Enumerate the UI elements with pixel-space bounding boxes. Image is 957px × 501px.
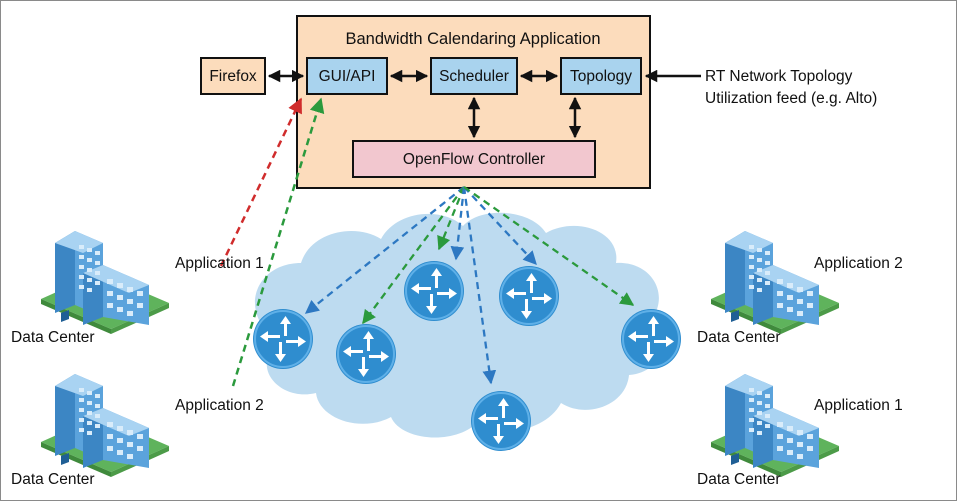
scheduler-box	[430, 57, 518, 95]
building-icon	[41, 374, 169, 477]
topology-box	[560, 57, 642, 95]
router-icon	[403, 260, 465, 322]
topology-label: Topology	[570, 68, 632, 85]
firefox-box	[200, 57, 266, 95]
firefox-label: Firefox	[209, 68, 257, 85]
building-icon	[711, 231, 839, 334]
gui-api-label: GUI/API	[319, 68, 376, 85]
site-dc-label: Data Center	[697, 329, 781, 346]
site-app-label: Application 2	[175, 397, 264, 414]
site-app-label: Application 1	[814, 397, 903, 414]
site-dc-label: Data Center	[697, 471, 781, 488]
router-icon	[335, 323, 397, 385]
network-cloud	[254, 212, 663, 438]
site-app-label: Application 2	[814, 255, 903, 272]
link-app2-to-gui	[231, 97, 325, 387]
openflow-controller-label: OpenFlow Controller	[403, 151, 545, 168]
gui-api-box	[306, 57, 388, 95]
app-title: Bandwidth Calendaring Application	[345, 30, 600, 48]
link-app1-to-gui	[219, 97, 303, 267]
building-icon	[711, 374, 839, 477]
internal-connectors	[267, 69, 701, 139]
feed-label-line1: RT Network Topology	[705, 68, 853, 85]
router-icon	[470, 390, 532, 452]
openflow-controller-box	[352, 140, 596, 178]
router-icon	[252, 308, 314, 370]
building-icon	[41, 231, 169, 334]
site-dc-label: Data Center	[11, 329, 95, 346]
router-icon	[498, 265, 560, 327]
site-dc-label: Data Center	[11, 471, 95, 488]
site-app-label: Application 1	[175, 255, 264, 272]
scheduler-label: Scheduler	[439, 68, 509, 85]
controller-links	[304, 186, 635, 385]
feed-label-line2: Utilization feed (e.g. Alto)	[705, 90, 877, 107]
router-icon	[620, 308, 682, 370]
